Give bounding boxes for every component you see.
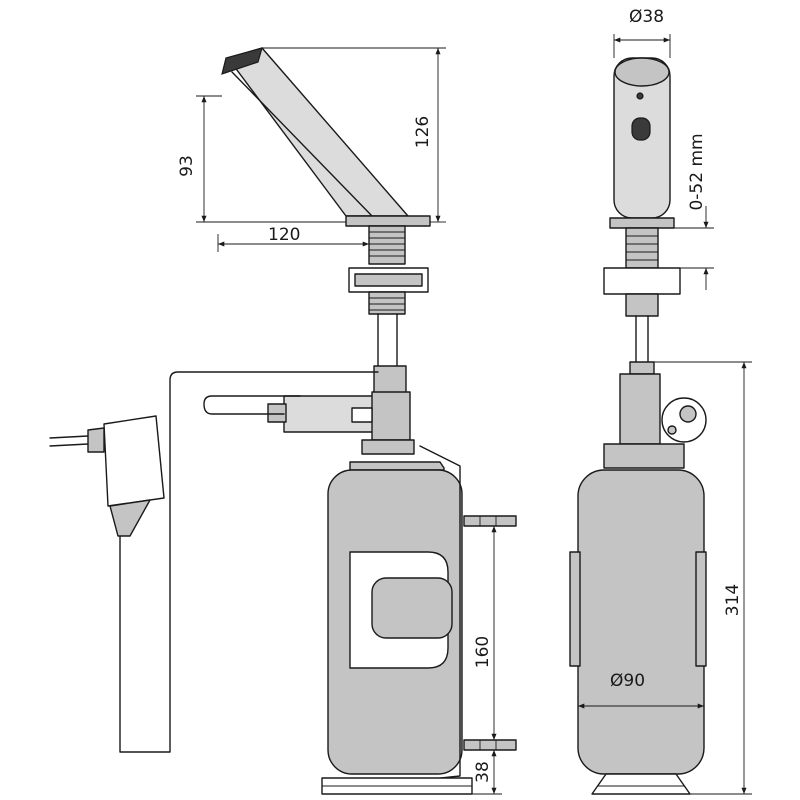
dimension-clamp-range: 0-52 mm: [674, 133, 714, 290]
label-tank-diameter: Ø90: [610, 671, 645, 691]
label-outlet-height: 93: [177, 155, 197, 177]
side-view: [49, 47, 517, 795]
dimension-mount-spacing: 160: [473, 526, 497, 740]
tank-front: [569, 469, 707, 795]
mount-thread-front: [603, 227, 681, 363]
power-cable: [119, 371, 379, 753]
label-clamp-range: 0-52 mm: [687, 133, 707, 210]
tank-side: [321, 445, 473, 795]
spout-front: [609, 57, 675, 229]
valve-front: [603, 361, 707, 469]
spout-side: [221, 47, 431, 227]
valve-side: [203, 365, 415, 455]
power-adapter: [49, 415, 165, 537]
dimension-bottom-offset: 38: [472, 750, 502, 795]
label-total-height: 314: [723, 584, 743, 616]
label-bottom-offset: 38: [473, 761, 493, 783]
dimension-spout-diameter: Ø38: [613, 7, 671, 58]
label-spout-height: 126: [413, 116, 433, 148]
dimension-projection: 120: [217, 225, 369, 252]
wall-screws: [463, 515, 517, 751]
dimension-tank-diameter: Ø90: [578, 671, 704, 709]
dimension-total-height: 314: [654, 361, 752, 795]
label-mount-spacing: 160: [473, 636, 493, 668]
mount-thread-side: [348, 225, 429, 367]
dimension-outlet-height: 93: [177, 95, 346, 223]
label-projection: 120: [268, 225, 300, 245]
label-spout-diameter: Ø38: [629, 7, 664, 27]
front-view: [569, 57, 707, 795]
dimension-spout-height: 126: [262, 47, 446, 223]
